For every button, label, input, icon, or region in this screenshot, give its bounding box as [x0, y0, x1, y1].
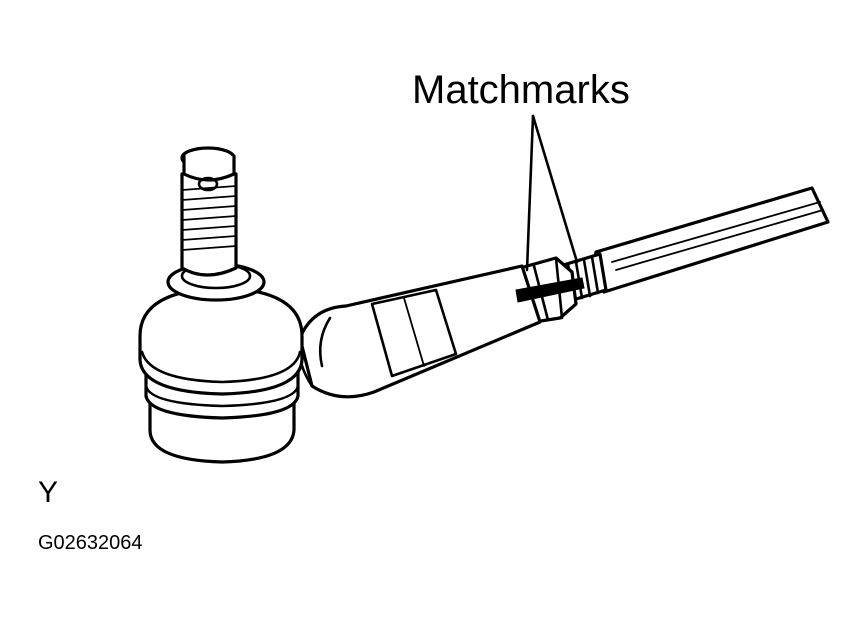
callout-leader-lines	[525, 114, 579, 272]
ball-stud	[180, 146, 238, 277]
figure-code: G02632064	[38, 532, 143, 554]
ball-joint-housing	[138, 286, 304, 464]
view-label: Y	[38, 476, 59, 509]
matchmark-bar	[515, 277, 585, 303]
matchmarks-label: Matchmarks	[412, 68, 630, 112]
tie-rod-tube	[592, 186, 830, 294]
tie-rod-end-arm	[297, 264, 542, 399]
